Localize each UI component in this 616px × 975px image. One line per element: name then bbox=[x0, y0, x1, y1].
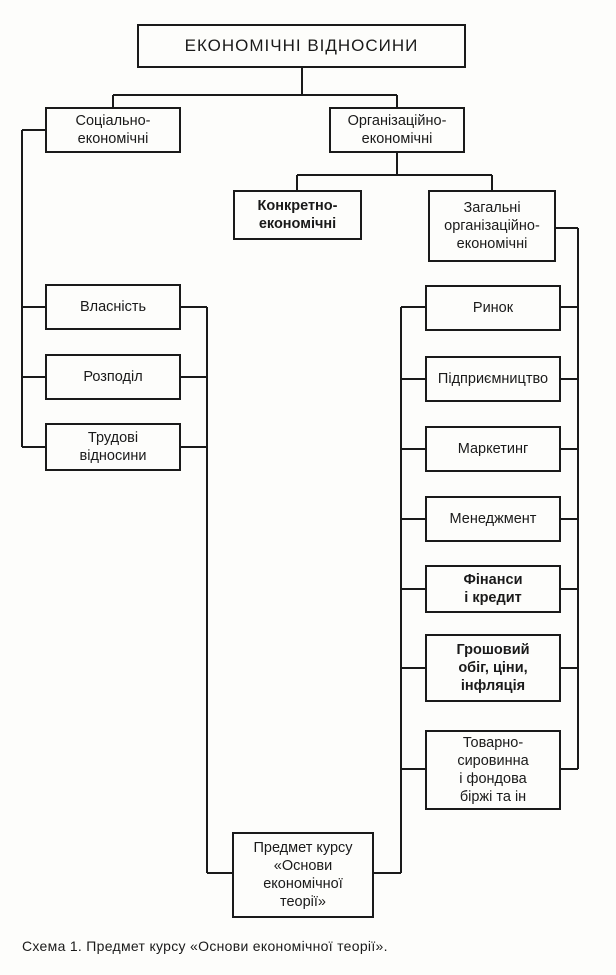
box-general-organizational: Загальні організаційно- економічні bbox=[428, 190, 556, 262]
box-market: Ринок bbox=[425, 285, 561, 331]
box-entrepreneurship: Підприємництво bbox=[425, 356, 561, 402]
box-socio-economic: Соціально- економічні bbox=[45, 107, 181, 153]
box-concrete-economic: Конкретно- економічні bbox=[233, 190, 362, 240]
box-management: Менеджмент bbox=[425, 496, 561, 542]
box-money-circulation: Грошовий обіг, ціни, інфляція bbox=[425, 634, 561, 702]
box-finance-credit: Фінанси і кредит bbox=[425, 565, 561, 613]
box-labor-relations: Трудові відносини bbox=[45, 423, 181, 471]
box-marketing: Маркетинг bbox=[425, 426, 561, 472]
box-economic-relations: ЕКОНОМІЧНІ ВІДНОСИНИ bbox=[137, 24, 466, 68]
box-ownership: Власність bbox=[45, 284, 181, 330]
figure-caption: Схема 1. Предмет курсу «Основи економічн… bbox=[22, 938, 388, 954]
box-distribution: Розподіл bbox=[45, 354, 181, 400]
box-organizational-economic: Організаційно- економічні bbox=[329, 107, 465, 153]
box-commodity-exchange: Товарно- сировинна і фондова біржі та ін bbox=[425, 730, 561, 810]
box-course-subject: Предмет курсу «Основи економічної теорії… bbox=[232, 832, 374, 918]
